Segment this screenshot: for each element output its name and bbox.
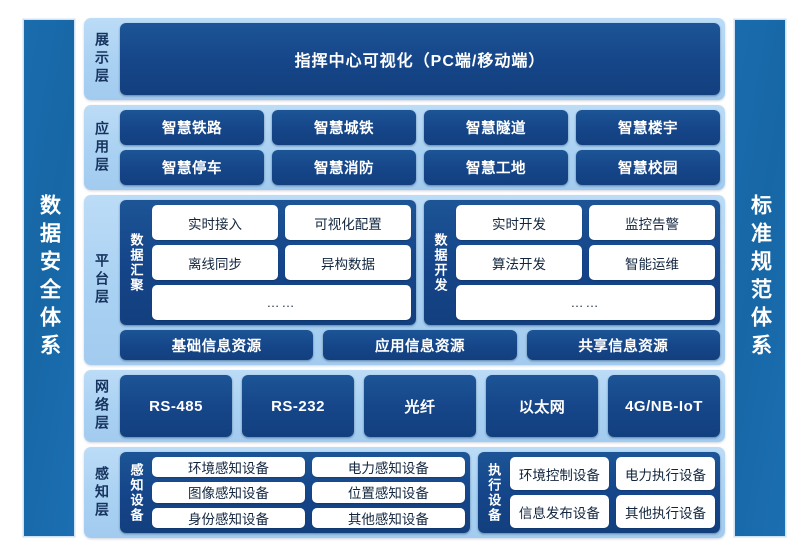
app-item-smart-firefighting[interactable]: 智慧消防 bbox=[272, 150, 416, 185]
platform-cell-offline-sync[interactable]: 离线同步 bbox=[152, 245, 278, 280]
layer-display: 展示层 指挥中心可视化（PC端/移动端） bbox=[84, 18, 725, 100]
layer-application-label: 应用层 bbox=[94, 120, 110, 175]
layer-perception-label-wrap: 感知层 bbox=[89, 452, 115, 533]
network-row: RS-485 RS-232 光纤 以太网 4G/NB-IoT bbox=[120, 375, 720, 437]
app-item-smart-tunnel[interactable]: 智慧隧道 bbox=[424, 110, 568, 145]
platform-left-row-1: 实时接入 可视化配置 bbox=[152, 205, 411, 240]
app-item-smart-campus[interactable]: 智慧校园 bbox=[576, 150, 720, 185]
layer-platform-body: 数据汇聚 实时接入 可视化配置 离线同步 异构数据 bbox=[120, 200, 720, 360]
right-pillar-label: 标准规范体系 bbox=[748, 194, 772, 362]
perception-group-right-label-wrap: 执行设备 bbox=[483, 457, 505, 528]
layer-platform-label: 平台层 bbox=[94, 253, 110, 307]
platform-groups: 数据汇聚 实时接入 可视化配置 离线同步 异构数据 bbox=[120, 200, 720, 325]
layer-perception: 感知层 感知设备 环境感知设备 电力感知设备 bbox=[84, 447, 725, 538]
perception-group-left-cells: 环境感知设备 电力感知设备 图像感知设备 位置感知设备 身份感知设备 其他感知设… bbox=[152, 457, 465, 528]
right-pillar-standards: 标准规范体系 bbox=[733, 18, 787, 538]
perception-group-left-label-wrap: 感知设备 bbox=[125, 457, 147, 528]
platform-cell-intelligent-ops[interactable]: 智能运维 bbox=[589, 245, 715, 280]
layer-network-body: RS-485 RS-232 光纤 以太网 4G/NB-IoT bbox=[120, 375, 720, 437]
app-item-smart-building[interactable]: 智慧楼宇 bbox=[576, 110, 720, 145]
network-item-fiber[interactable]: 光纤 bbox=[364, 375, 476, 437]
perception-left-row-1: 环境感知设备 电力感知设备 bbox=[152, 457, 465, 478]
platform-cell-visual-config[interactable]: 可视化配置 bbox=[285, 205, 411, 240]
layer-application-body: 智慧铁路 智慧城铁 智慧隧道 智慧楼宇 智慧停车 智慧消防 智慧工地 智慧校园 bbox=[120, 110, 720, 185]
perception-groups: 感知设备 环境感知设备 电力感知设备 图像感知设备 位置感知设备 bbox=[120, 452, 720, 533]
app-item-smart-parking[interactable]: 智慧停车 bbox=[120, 150, 264, 185]
layer-platform-label-wrap: 平台层 bbox=[89, 200, 115, 360]
layer-stack: 展示层 指挥中心可视化（PC端/移动端） 应用层 智慧铁路 智慧城铁 智慧隧道 … bbox=[84, 18, 725, 538]
resource-basic-information[interactable]: 基础信息资源 bbox=[120, 330, 314, 360]
platform-group-left-label-wrap: 数据汇聚 bbox=[125, 205, 147, 320]
app-item-smart-construction-site[interactable]: 智慧工地 bbox=[424, 150, 568, 185]
platform-group-data-aggregation: 数据汇聚 实时接入 可视化配置 离线同步 异构数据 bbox=[120, 200, 416, 325]
platform-cell-heterogeneous-data[interactable]: 异构数据 bbox=[285, 245, 411, 280]
app-item-smart-urban-rail[interactable]: 智慧城铁 bbox=[272, 110, 416, 145]
layer-platform: 平台层 数据汇聚 实时接入 可视化配置 bbox=[84, 195, 725, 365]
layer-display-label: 展示层 bbox=[94, 32, 110, 86]
platform-cell-left-ellipsis[interactable]: …… bbox=[152, 285, 411, 320]
layer-display-label-wrap: 展示层 bbox=[89, 23, 115, 95]
platform-group-right-label: 数据开发 bbox=[432, 232, 448, 293]
layer-network: 网络层 RS-485 RS-232 光纤 以太网 4G/NB-IoT bbox=[84, 370, 725, 442]
sensing-device-other[interactable]: 其他感知设备 bbox=[311, 507, 465, 528]
platform-cell-right-ellipsis[interactable]: …… bbox=[456, 285, 715, 320]
platform-right-row-2: 算法开发 智能运维 bbox=[456, 245, 715, 280]
application-row-1: 智慧铁路 智慧城铁 智慧隧道 智慧楼宇 bbox=[120, 110, 720, 145]
actuator-device-other[interactable]: 其他执行设备 bbox=[615, 495, 716, 528]
network-item-4g-nbiot[interactable]: 4G/NB-IoT bbox=[608, 375, 720, 437]
resource-shared-information[interactable]: 共享信息资源 bbox=[526, 330, 720, 360]
platform-group-left-cells: 实时接入 可视化配置 离线同步 异构数据 …… bbox=[152, 205, 411, 320]
sensing-device-image[interactable]: 图像感知设备 bbox=[152, 482, 305, 503]
sensing-device-environment[interactable]: 环境感知设备 bbox=[152, 457, 305, 478]
sensing-device-power[interactable]: 电力感知设备 bbox=[311, 457, 465, 478]
platform-cell-monitoring-alarm[interactable]: 监控告警 bbox=[589, 205, 715, 240]
actuator-device-power-execution[interactable]: 电力执行设备 bbox=[615, 457, 716, 490]
actuator-device-info-release[interactable]: 信息发布设备 bbox=[509, 495, 609, 528]
layer-display-body: 指挥中心可视化（PC端/移动端） bbox=[120, 23, 720, 95]
platform-cell-realtime-development[interactable]: 实时开发 bbox=[456, 205, 582, 240]
sensing-device-location[interactable]: 位置感知设备 bbox=[311, 482, 465, 503]
platform-group-left-label: 数据汇聚 bbox=[128, 232, 144, 293]
app-item-smart-railway[interactable]: 智慧铁路 bbox=[120, 110, 264, 145]
left-pillar-data-security: 数据安全体系 bbox=[22, 18, 76, 538]
perception-right-row-1: 环境控制设备 电力执行设备 bbox=[509, 457, 716, 490]
left-pillar-label: 数据安全体系 bbox=[37, 194, 61, 362]
platform-group-right-cells: 实时开发 监控告警 算法开发 智能运维 …… bbox=[456, 205, 715, 320]
layer-application-label-wrap: 应用层 bbox=[89, 110, 115, 185]
network-item-ethernet[interactable]: 以太网 bbox=[486, 375, 598, 437]
perception-right-row-2: 信息发布设备 其他执行设备 bbox=[509, 495, 716, 528]
layer-perception-label: 感知层 bbox=[94, 465, 110, 520]
sensing-device-identity[interactable]: 身份感知设备 bbox=[152, 507, 305, 528]
perception-left-row-2: 图像感知设备 位置感知设备 bbox=[152, 482, 465, 503]
platform-group-right-label-wrap: 数据开发 bbox=[429, 205, 451, 320]
layer-network-label: 网络层 bbox=[94, 379, 110, 433]
display-banner[interactable]: 指挥中心可视化（PC端/移动端） bbox=[120, 23, 720, 95]
application-row-2: 智慧停车 智慧消防 智慧工地 智慧校园 bbox=[120, 150, 720, 185]
platform-right-row-3: …… bbox=[456, 285, 715, 320]
platform-cell-algorithm-development[interactable]: 算法开发 bbox=[456, 245, 582, 280]
platform-left-row-2: 离线同步 异构数据 bbox=[152, 245, 411, 280]
platform-group-data-development: 数据开发 实时开发 监控告警 算法开发 智能运维 bbox=[424, 200, 720, 325]
actuator-device-environment-control[interactable]: 环境控制设备 bbox=[509, 457, 609, 490]
layer-application: 应用层 智慧铁路 智慧城铁 智慧隧道 智慧楼宇 智慧停车 智慧消防 智慧工地 智… bbox=[84, 105, 725, 190]
platform-right-row-1: 实时开发 监控告警 bbox=[456, 205, 715, 240]
perception-left-row-3: 身份感知设备 其他感知设备 bbox=[152, 507, 465, 528]
perception-group-right-label: 执行设备 bbox=[486, 462, 502, 523]
perception-group-actuator-devices: 执行设备 环境控制设备 电力执行设备 信息发布设备 其他执行设备 bbox=[477, 452, 720, 533]
perception-group-sensing-devices: 感知设备 环境感知设备 电力感知设备 图像感知设备 位置感知设备 bbox=[120, 452, 470, 533]
platform-left-row-3: …… bbox=[152, 285, 411, 320]
perception-group-left-label: 感知设备 bbox=[128, 462, 144, 523]
layer-perception-body: 感知设备 环境感知设备 电力感知设备 图像感知设备 位置感知设备 bbox=[120, 452, 720, 533]
platform-resource-row: 基础信息资源 应用信息资源 共享信息资源 bbox=[120, 330, 720, 360]
resource-application-information[interactable]: 应用信息资源 bbox=[323, 330, 517, 360]
platform-cell-realtime-access[interactable]: 实时接入 bbox=[152, 205, 278, 240]
network-item-rs485[interactable]: RS-485 bbox=[120, 375, 232, 437]
network-item-rs232[interactable]: RS-232 bbox=[242, 375, 354, 437]
layer-network-label-wrap: 网络层 bbox=[89, 375, 115, 437]
perception-group-right-cells: 环境控制设备 电力执行设备 信息发布设备 其他执行设备 bbox=[509, 457, 716, 528]
